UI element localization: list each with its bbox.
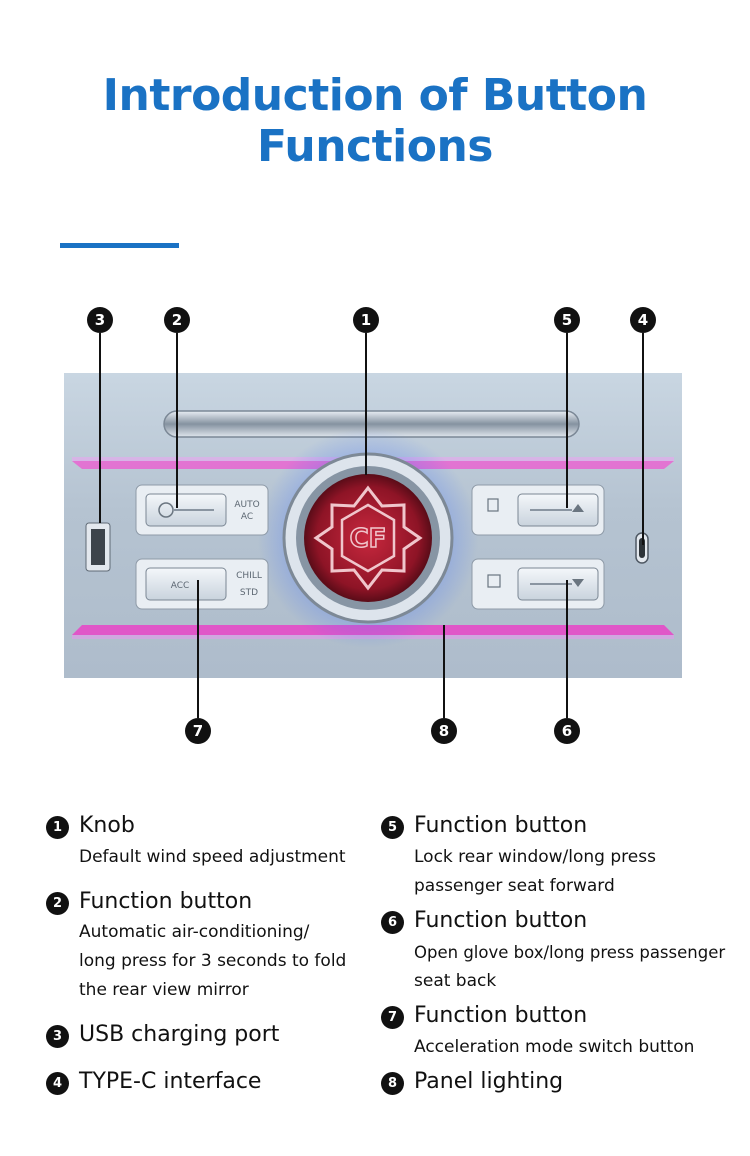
legend-desc-1: Default wind speed adjustment xyxy=(79,847,346,867)
control-panel-drawing: CF AUTO AC ACC CHILL STD xyxy=(72,410,674,648)
legend-desc-5: Lock rear window/long press passenger se… xyxy=(414,847,656,896)
svg-text:ACC: ACC xyxy=(171,581,190,591)
legend-number-2: 2 xyxy=(46,892,69,915)
legend-title-1: Knob xyxy=(79,813,135,838)
leader-line-3 xyxy=(99,333,101,523)
callout-marker-2: 2 xyxy=(164,307,190,333)
title-accent-line xyxy=(60,243,179,248)
legend-title-5: Function button xyxy=(414,813,588,838)
callout-marker-5: 5 xyxy=(554,307,580,333)
legend-title-6: Function button xyxy=(414,908,588,933)
callout-marker-6: 6 xyxy=(554,718,580,744)
legend-number-1: 1 xyxy=(46,816,69,839)
callout-marker-3: 3 xyxy=(87,307,113,333)
legend-number-6: 6 xyxy=(381,911,404,934)
legend-title-8: Panel lighting xyxy=(414,1069,564,1094)
legend-desc-2: Automatic air-conditioning/ long press f… xyxy=(79,922,347,1000)
legend-title-3: USB charging port xyxy=(79,1022,280,1047)
callout-marker-1: 1 xyxy=(353,307,379,333)
leader-line-4 xyxy=(642,333,644,545)
svg-text:STD: STD xyxy=(240,588,258,598)
legend-desc-6: Open glove box/long press passenger seat… xyxy=(414,943,726,991)
callout-marker-7: 7 xyxy=(185,718,211,744)
legend-number-8: 8 xyxy=(381,1072,404,1095)
svg-text:AC: AC xyxy=(241,512,253,522)
legend-title-4: TYPE-C interface xyxy=(79,1069,262,1094)
legend-number-3: 3 xyxy=(46,1025,69,1048)
page-title: Introduction of Button Functions xyxy=(102,70,648,172)
svg-text:CHILL: CHILL xyxy=(236,571,262,581)
leader-line-2 xyxy=(176,333,178,508)
legend-title-2: Function button xyxy=(79,889,253,914)
legend-number-4: 4 xyxy=(46,1072,69,1095)
leader-line-5 xyxy=(566,333,568,508)
leader-line-7 xyxy=(197,580,199,718)
legend-desc-7: Acceleration mode switch button xyxy=(414,1037,695,1057)
leader-line-6 xyxy=(566,580,568,718)
leader-line-1 xyxy=(365,333,367,475)
control-panel-image: CF AUTO AC ACC CHILL STD xyxy=(64,373,682,678)
legend-title-7: Function button xyxy=(414,1003,588,1028)
leader-line-8 xyxy=(443,625,445,718)
legend-number-5: 5 xyxy=(381,816,404,839)
svg-text:AUTO: AUTO xyxy=(234,500,259,510)
knob-logo: CF xyxy=(350,524,387,554)
callout-marker-8: 8 xyxy=(431,718,457,744)
callout-marker-4: 4 xyxy=(630,307,656,333)
legend-number-7: 7 xyxy=(381,1006,404,1029)
